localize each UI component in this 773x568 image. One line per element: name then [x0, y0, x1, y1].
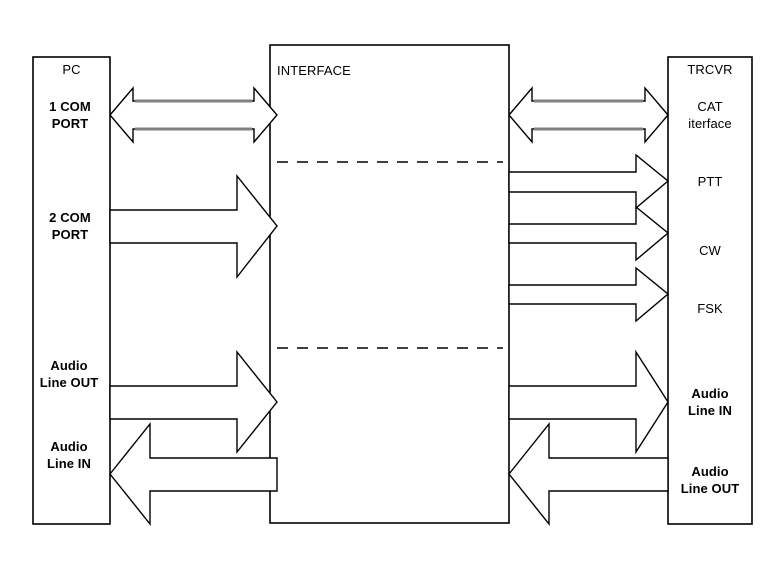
trcvr-port-label-cat: CAT iterface — [688, 99, 732, 131]
bidirectional-arrow-outline — [109, 86, 278, 144]
right-arrow-outline — [508, 205, 670, 262]
interface-block-title: INTERFACE — [277, 63, 351, 78]
connector-pc-audio-in-left — [109, 422, 278, 526]
left-arrow-outline — [508, 422, 669, 526]
connector-pc-audio-out-right — [109, 350, 278, 454]
trcvr-port-label-audio-out: Audio Line OUT — [680, 464, 740, 496]
right-arrow-outline — [508, 266, 670, 323]
trcvr-port-label-cw: CW — [699, 243, 721, 258]
right-arrow-outline — [109, 174, 278, 280]
trcvr-port-label-ptt: PTT — [697, 174, 723, 189]
right-arrow-outline — [508, 349, 669, 455]
pc-block-title: PC — [62, 62, 81, 77]
pc-port-label-audio-in: Audio Line IN — [46, 439, 92, 471]
pc-block-outline — [32, 56, 111, 525]
connector-pc-com1-bidirectional — [109, 86, 278, 144]
connector-trcvr-cw-right — [508, 205, 670, 262]
trcvr-port-label-audio-in: Audio Line IN — [687, 386, 733, 418]
bidirectional-arrow-outline — [508, 86, 669, 144]
trcvr-block-outline — [667, 56, 753, 525]
trcvr-port-label-fsk: FSK — [697, 301, 723, 316]
connector-pc-com2-right — [109, 174, 278, 280]
left-arrow-outline — [109, 422, 278, 526]
pc-port-label-com1: 1 COM PORT — [49, 99, 91, 131]
connector-trcvr-cat-bidirectional — [508, 86, 669, 144]
connector-trcvr-fsk-right — [508, 266, 670, 323]
connector-trcvr-ptt-right — [508, 153, 670, 210]
pc-port-label-audio-out: Audio Line OUT — [39, 358, 99, 390]
trcvr-block-title: TRCVR — [687, 62, 733, 77]
connector-trcvr-audio-out-left — [508, 422, 669, 526]
interface-block-outline — [269, 44, 510, 524]
pc-port-label-com2: 2 COM PORT — [49, 210, 91, 242]
right-arrow-outline — [508, 153, 670, 210]
connector-trcvr-audio-in-right — [508, 349, 669, 455]
right-arrow-outline — [109, 350, 278, 454]
